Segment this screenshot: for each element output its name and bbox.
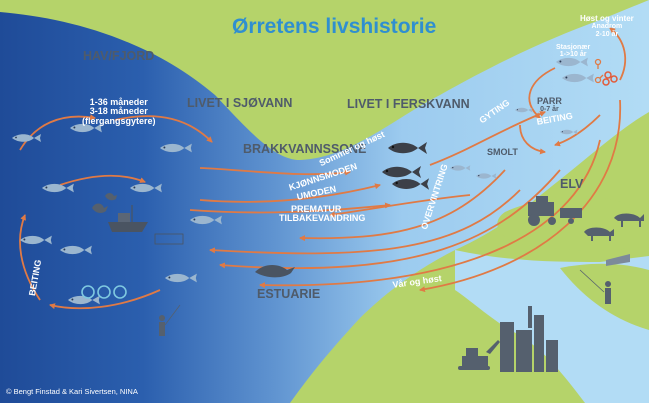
seabird-icon xyxy=(92,193,117,213)
page-title: Ørretens livshistorie xyxy=(232,15,437,38)
label-anadrom-years: 2-10 år xyxy=(595,30,619,38)
otter-icon xyxy=(255,265,295,278)
gender-symbols-icon xyxy=(594,58,604,84)
label-tilbakevandring: TILBAKEVANDRING xyxy=(279,213,366,223)
zone-livet-sjovann: LIVET I SJØVANN xyxy=(187,96,293,110)
stasjonaer-label: Stasjonær 1->10 år xyxy=(556,44,590,59)
sea-angler-icon xyxy=(159,304,181,336)
fish-farm-icon xyxy=(81,285,127,299)
months-line-2: 3-18 måneder xyxy=(89,106,148,117)
months-line-3: (flergangsgytere) xyxy=(82,115,156,126)
zone-elv: ELV xyxy=(560,177,584,191)
label-smolt: SMOLT xyxy=(487,147,518,157)
credit-text: © Bengt Finstad & Kari Sivertsen, NINA xyxy=(6,387,138,396)
label-anadrom: Anadrom xyxy=(591,23,623,31)
label-parr: PARR xyxy=(537,96,562,106)
zone-livet-ferskvann: LIVET I FERSKVANN xyxy=(347,97,470,111)
label-parr-years: 0-7 år xyxy=(540,106,559,114)
excavator-icon xyxy=(458,340,500,370)
label-stasjonaer-years: 1->10 år xyxy=(559,51,587,59)
eggs-icon xyxy=(602,71,618,86)
label-stasjonaer: Stasjonær xyxy=(556,44,591,51)
river-angler-icon xyxy=(579,269,611,304)
weir-icon xyxy=(606,254,630,266)
sea-duration-label: 1-36 måneder 3-18 måneder (flergangsgyte… xyxy=(82,97,156,126)
industry-icon xyxy=(500,306,558,372)
parr-label: PARR 0-7 år xyxy=(537,96,562,114)
label-prematur: PREMATUR xyxy=(291,204,342,214)
zone-brakkvann: BRAKKVANNSSONE xyxy=(243,142,367,156)
zone-hav-fjord: HAV/FJORD xyxy=(83,49,155,63)
host-vinter-label: Høst og vinter Anadrom 2-10 år xyxy=(580,14,634,38)
cattle-icon xyxy=(584,213,644,241)
months-line-1: 1-36 måneder xyxy=(89,97,148,107)
label-host-vinter: Høst og vinter xyxy=(580,14,634,23)
tractor-icon xyxy=(528,196,582,226)
river-bank xyxy=(560,263,649,330)
zone-estuarie: ESTUARIE xyxy=(257,287,321,301)
fishing-boat-icon xyxy=(108,205,184,245)
